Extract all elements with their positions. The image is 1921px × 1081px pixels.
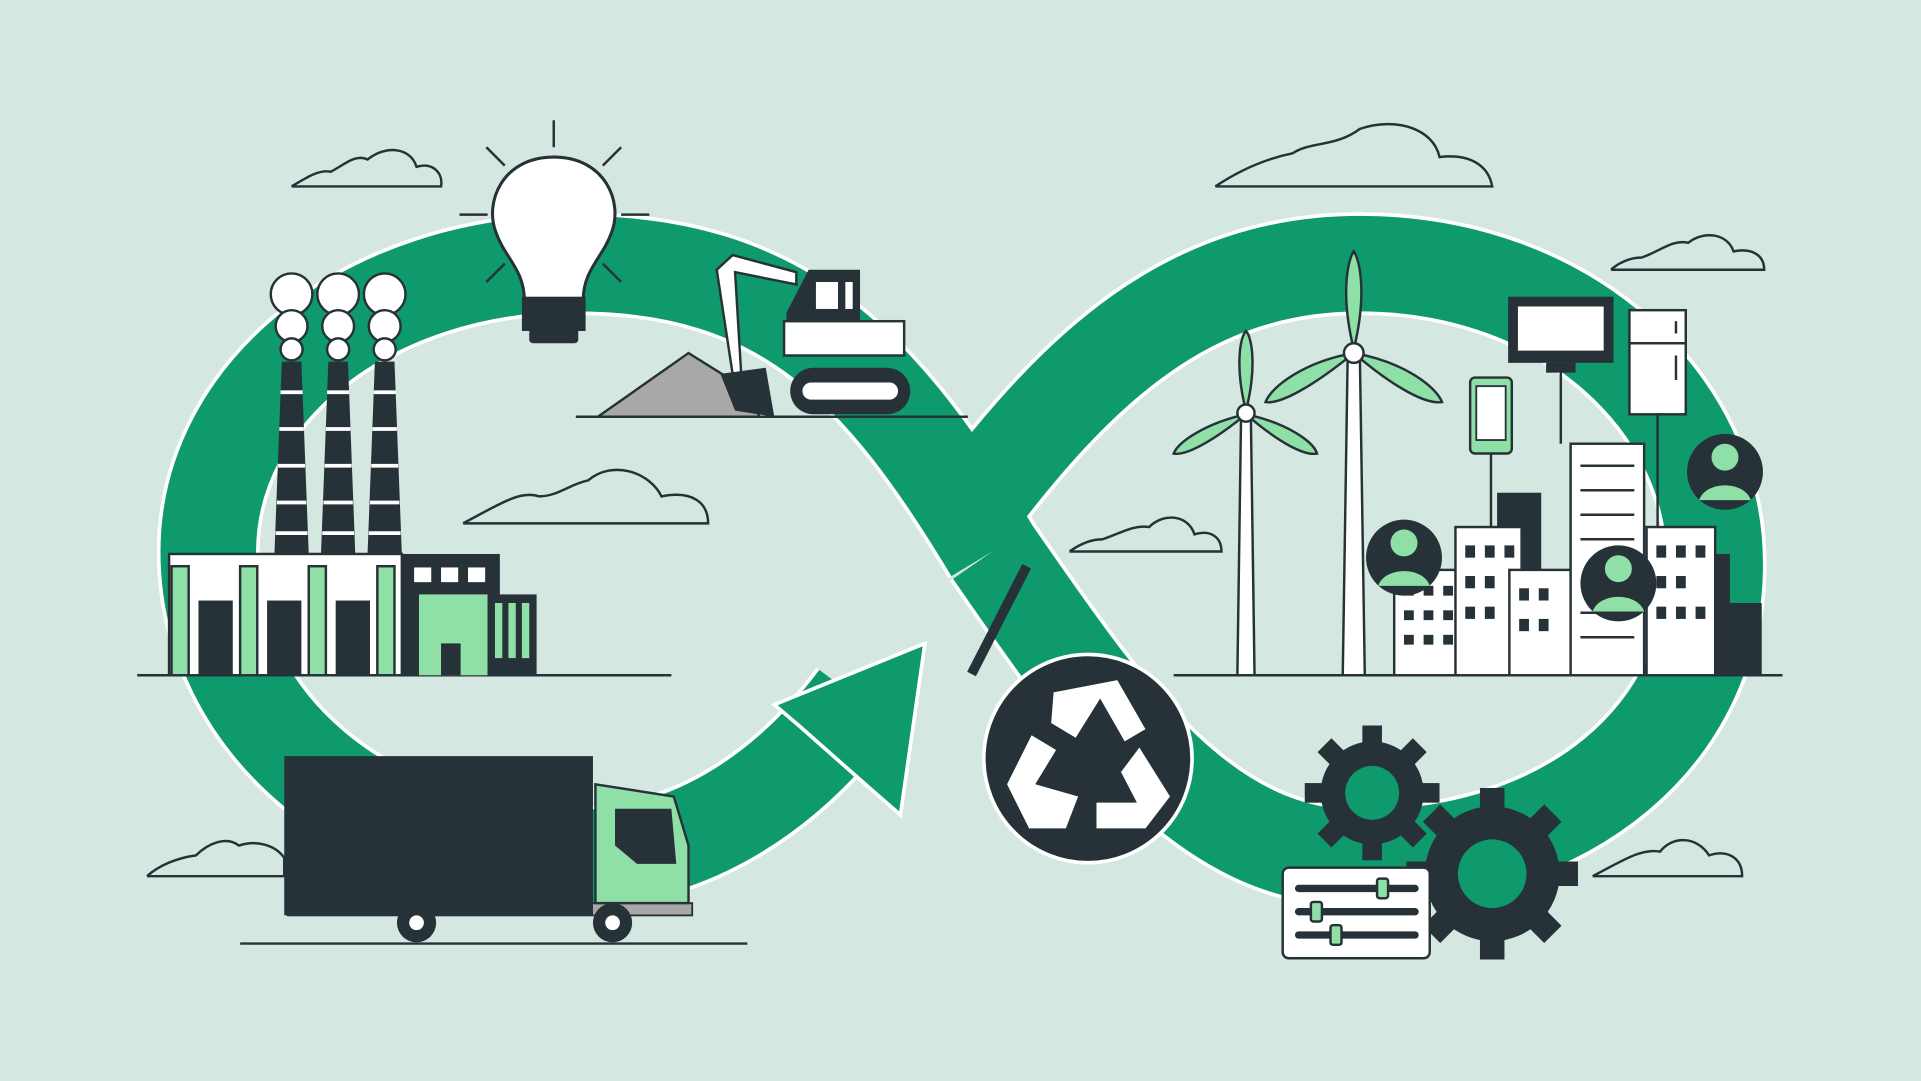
settings-sliders-icon [1281, 866, 1431, 960]
light-bulb-icon [459, 120, 650, 344]
cloud-icon [1610, 234, 1766, 271]
monitor-icon [1508, 296, 1614, 373]
user-avatar-icon [1580, 545, 1657, 622]
factory-icon [137, 272, 672, 677]
smartphone-icon [1468, 376, 1514, 455]
cloud-icon [146, 839, 286, 878]
wind-turbine-icon [1263, 249, 1444, 677]
smoke [269, 272, 407, 362]
cloud-icon [290, 148, 443, 188]
user-avatar-icon [1366, 519, 1442, 596]
delivery-truck-icon [240, 756, 748, 945]
wind-turbines [1171, 249, 1783, 677]
cloud-icon [1214, 122, 1494, 188]
city-buildings-icon [1366, 296, 1763, 677]
excavator-icon [575, 253, 968, 418]
cloud-icon [462, 468, 710, 525]
wind-turbine-icon [1171, 329, 1319, 677]
user-avatar-icon [1687, 433, 1763, 510]
recycle-icon [981, 652, 1194, 865]
refrigerator-icon [1628, 308, 1688, 416]
clouds [146, 122, 1766, 878]
cloud-icon [1068, 516, 1223, 553]
cloud-icon [1592, 838, 1744, 878]
